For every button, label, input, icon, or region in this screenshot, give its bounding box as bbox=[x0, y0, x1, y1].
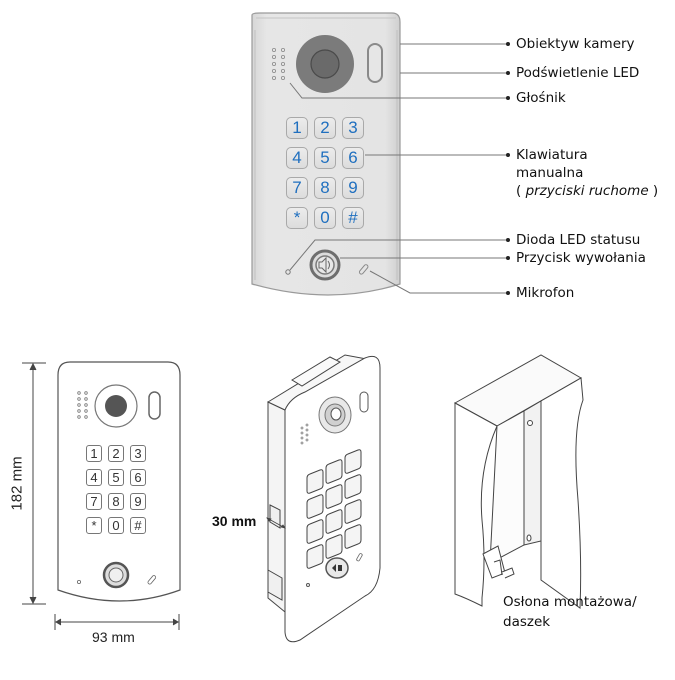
keypad-key: 9 bbox=[342, 177, 364, 199]
front-keypad-key: 4 bbox=[86, 469, 102, 486]
isometric-view-panel bbox=[266, 354, 381, 643]
shelter-label: Osłona montażowa/ daszek bbox=[503, 592, 637, 632]
microphone-graphic bbox=[358, 264, 369, 275]
camera-lens-graphic bbox=[296, 35, 354, 93]
dimension-depth-label: 30 mm bbox=[212, 513, 257, 529]
keypad-key: 4 bbox=[286, 147, 308, 169]
iso-keypad-key bbox=[325, 484, 343, 509]
front-keypad-key: 6 bbox=[130, 469, 146, 486]
callout-dots bbox=[506, 42, 510, 295]
keypad-key: * bbox=[286, 207, 308, 229]
keypad-key: 0 bbox=[314, 207, 336, 229]
dimension-height-line bbox=[22, 362, 46, 605]
iso-keypad-key bbox=[306, 519, 324, 544]
callout-status-led: Dioda LED statusu bbox=[516, 232, 641, 248]
dimension-depth-line bbox=[266, 517, 286, 529]
front-keypad-key: 5 bbox=[108, 469, 124, 486]
front-keypad-key: # bbox=[130, 517, 146, 534]
iso-keypad-key bbox=[344, 499, 362, 524]
iso-keypad-key bbox=[325, 459, 343, 484]
front-keypad-key: 0 bbox=[108, 517, 124, 534]
paren-open: ( bbox=[516, 183, 526, 199]
iso-keypad-key bbox=[306, 494, 324, 519]
dimension-width-label: 93 mm bbox=[92, 629, 135, 645]
keypad-key: 3 bbox=[342, 117, 364, 139]
callout-keypad-line1: Klawiatura bbox=[516, 147, 588, 163]
callout-call-button: Przycisk wywołania bbox=[516, 250, 646, 266]
callout-keypad-line3: ( przyciski ruchome ) bbox=[516, 182, 658, 200]
front-keypad-key: 3 bbox=[130, 445, 146, 462]
iso-keypad-key bbox=[344, 474, 362, 499]
callout-speaker: Głośnik bbox=[516, 90, 566, 106]
status-led-graphic bbox=[285, 269, 291, 275]
front-keypad-key: 2 bbox=[108, 445, 124, 462]
shelter-label-line2: daszek bbox=[503, 614, 551, 630]
iso-keypad-key bbox=[344, 449, 362, 474]
keypad-key: 6 bbox=[342, 147, 364, 169]
iso-keypad-key bbox=[344, 524, 362, 549]
dimension-height-label: 182 mm bbox=[8, 456, 26, 511]
led-slot-graphic bbox=[367, 43, 383, 83]
keypad-key: 8 bbox=[314, 177, 336, 199]
speaker-grille bbox=[271, 48, 285, 81]
isometric-keypad bbox=[306, 449, 362, 569]
iso-keypad-key bbox=[306, 544, 324, 569]
iso-keypad-key bbox=[325, 509, 343, 534]
keypad-key: 2 bbox=[314, 117, 336, 139]
keypad-key: 5 bbox=[314, 147, 336, 169]
front-keypad-key: 1 bbox=[86, 445, 102, 462]
keypad-key: 1 bbox=[286, 117, 308, 139]
paren-close: ) bbox=[648, 183, 659, 199]
call-button-graphic bbox=[309, 249, 341, 281]
dimension-width-line bbox=[54, 614, 180, 630]
callout-keypad-line2: manualna bbox=[516, 165, 584, 181]
shelter-hood bbox=[453, 354, 584, 609]
front-keypad-key: * bbox=[86, 517, 102, 534]
callout-led-backlight: Podświetlenie LED bbox=[516, 65, 640, 81]
front-keypad-key: 8 bbox=[108, 493, 124, 510]
front-keypad-key: 9 bbox=[130, 493, 146, 510]
front-keypad-key: 7 bbox=[86, 493, 102, 510]
callout-keypad: Klawiatura manualna ( przyciski ruchome … bbox=[516, 146, 658, 200]
callout-keypad-italic: przyciski ruchome bbox=[525, 183, 649, 199]
callout-microphone: Mikrofon bbox=[516, 285, 575, 301]
iso-keypad-key bbox=[325, 534, 343, 559]
shelter-label-line1: Osłona montażowa/ bbox=[503, 594, 637, 610]
callout-camera-lens: Obiektyw kamery bbox=[516, 36, 635, 52]
iso-keypad-key bbox=[306, 469, 324, 494]
keypad-key: # bbox=[342, 207, 364, 229]
callout-leaders bbox=[289, 43, 508, 294]
keypad-key: 7 bbox=[286, 177, 308, 199]
